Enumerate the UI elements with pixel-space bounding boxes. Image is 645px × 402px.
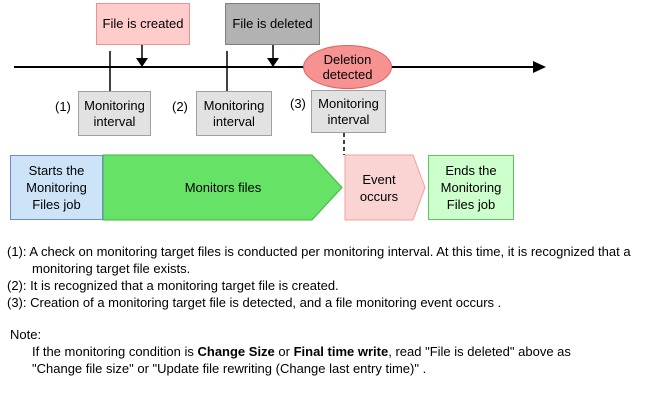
deleted-arrowhead-icon <box>267 58 279 67</box>
monitors-files-text: Monitors files <box>184 179 262 195</box>
note-title: Note: <box>10 327 42 342</box>
interval-1-number: (1) <box>55 99 71 114</box>
file-created-box: File is created <box>96 3 190 45</box>
note-bold-change-size: Change Size <box>197 344 275 359</box>
interval-1-box: Monitoring interval <box>78 91 151 136</box>
file-created-label: File is created <box>102 16 184 31</box>
event-occurs-label: Event occurs <box>346 155 412 220</box>
note-seg1: If the monitoring condition is <box>32 344 198 359</box>
interval-3-number: (3) <box>290 96 306 111</box>
note-item-1: (1): A check on monitoring target files … <box>7 244 631 276</box>
note-bold-final-time-write: Final time write <box>293 344 389 359</box>
file-deleted-box: File is deleted <box>225 3 320 45</box>
interval-2-label: Monitoring interval <box>203 97 265 129</box>
note-block: Note: If the monitoring condition is Cha… <box>10 326 604 377</box>
note-body: If the monitoring condition is Change Si… <box>32 343 604 377</box>
file-deleted-label: File is deleted <box>232 16 313 31</box>
interval-3-label: Monitoring interval <box>318 95 379 127</box>
interval-1-label: Monitoring interval <box>84 97 145 129</box>
event-occurs-shape <box>344 154 426 221</box>
monitors-files-arrow-shape <box>102 154 343 221</box>
deletion-detected-ellipse: Deletion detected <box>303 45 392 89</box>
interval-2-number: (2) <box>172 99 188 114</box>
end-monitoring-job-label: Ends the Monitoring Files job <box>440 163 502 212</box>
event-occurs-text: Event occurs <box>359 171 399 204</box>
timeline-arrowhead-icon <box>533 61 546 73</box>
note-seg2: or <box>274 344 294 359</box>
created-arrowhead-icon <box>136 58 148 67</box>
start-monitoring-job-box: Starts the Monitoring Files job <box>10 155 103 220</box>
start-monitoring-job-label: Starts the Monitoring Files job <box>26 163 87 212</box>
monitors-files-label: Monitors files <box>103 155 343 220</box>
numbered-notes: (1): A check on monitoring target files … <box>7 243 641 311</box>
deletion-detected-label: Deletion detected <box>322 52 373 82</box>
end-monitoring-job-box: Ends the Monitoring Files job <box>428 155 514 220</box>
note-seg3: , read "File is deleted" above as "Chang… <box>32 344 571 376</box>
note-item-3: (3): Creation of a monitoring target fil… <box>7 295 502 310</box>
interval-2-box: Monitoring interval <box>196 91 272 136</box>
note-item-2: (2): It is recognized that a monitoring … <box>7 278 339 293</box>
interval-3-box: Monitoring interval <box>311 90 386 133</box>
